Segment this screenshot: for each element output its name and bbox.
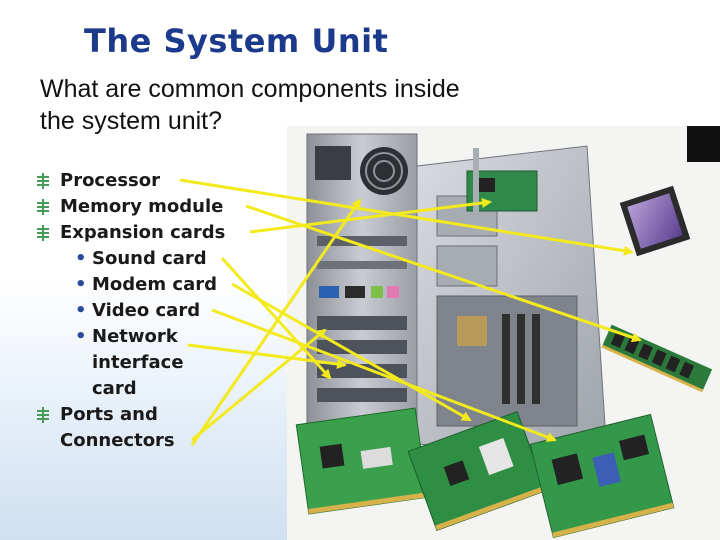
- bullet-modem-card: Modem card: [92, 274, 217, 295]
- slide-title: The System Unit: [84, 22, 389, 60]
- list-item: Connectors: [36, 428, 225, 454]
- subtitle-line-2: the system unit?: [40, 107, 223, 135]
- bullet-network-line-3: card: [92, 378, 137, 399]
- bullet-ports-line-2: Connectors: [60, 430, 175, 451]
- list-item: Ports and: [36, 402, 225, 428]
- slide-subtitle: What are common components inside the sy…: [40, 73, 640, 137]
- bullet-network-line-1: Network: [92, 326, 178, 347]
- bullet-dot-icon: •: [75, 326, 87, 347]
- bullet-dot-icon: •: [75, 248, 87, 269]
- bullet-sound-card: Sound card: [92, 248, 207, 269]
- bullet-dot-icon: •: [75, 300, 87, 321]
- list-item: • Modem card: [36, 272, 225, 298]
- list-item: • Sound card: [36, 246, 225, 272]
- list-item: Processor: [36, 168, 225, 194]
- bullet-expansion-cards: Expansion cards: [60, 222, 226, 243]
- list-item: • Video card: [36, 298, 225, 324]
- list-item: • Network: [36, 324, 225, 350]
- bullet-dot-icon: •: [75, 274, 87, 295]
- bullet-marker-icon: [37, 173, 49, 189]
- bullet-network-line-2: interface: [92, 352, 184, 373]
- bullet-marker-icon: [37, 199, 49, 215]
- list-item: Memory module: [36, 194, 225, 220]
- computer-components-photo: [287, 126, 720, 540]
- subtitle-line-1: What are common components inside: [40, 75, 460, 103]
- list-item: card: [36, 376, 225, 402]
- list-item: Expansion cards: [36, 220, 225, 246]
- bullet-ports-line-1: Ports and: [60, 404, 158, 425]
- bullet-memory-module: Memory module: [60, 196, 224, 217]
- bullet-marker-icon: [37, 225, 49, 241]
- list-item: interface: [36, 350, 225, 376]
- bullet-video-card: Video card: [92, 300, 201, 321]
- bullet-marker-icon: [37, 407, 49, 423]
- component-list: Processor Memory module Expansion cards …: [36, 168, 225, 454]
- bullet-processor: Processor: [60, 170, 160, 191]
